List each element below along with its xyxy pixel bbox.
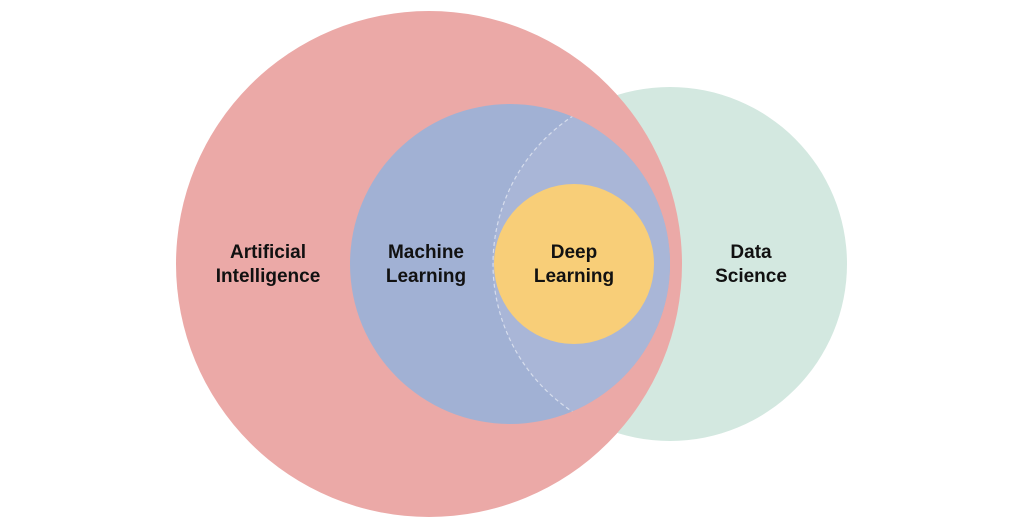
ml-label-line2: Learning [386,266,466,287]
ds-label-line2: Science [715,266,787,287]
deep-learning-circle [494,184,654,344]
ai-label-line1: Artificial [230,242,306,263]
ai-label-line2: Intelligence [216,266,321,287]
dl-label-line2: Learning [534,266,614,287]
dl-label-line1: Deep [551,242,597,263]
data-science-dashed-outline [492,104,670,424]
ml-label-line1: Machine [388,242,464,263]
ds-label-line1: Data [730,242,772,263]
